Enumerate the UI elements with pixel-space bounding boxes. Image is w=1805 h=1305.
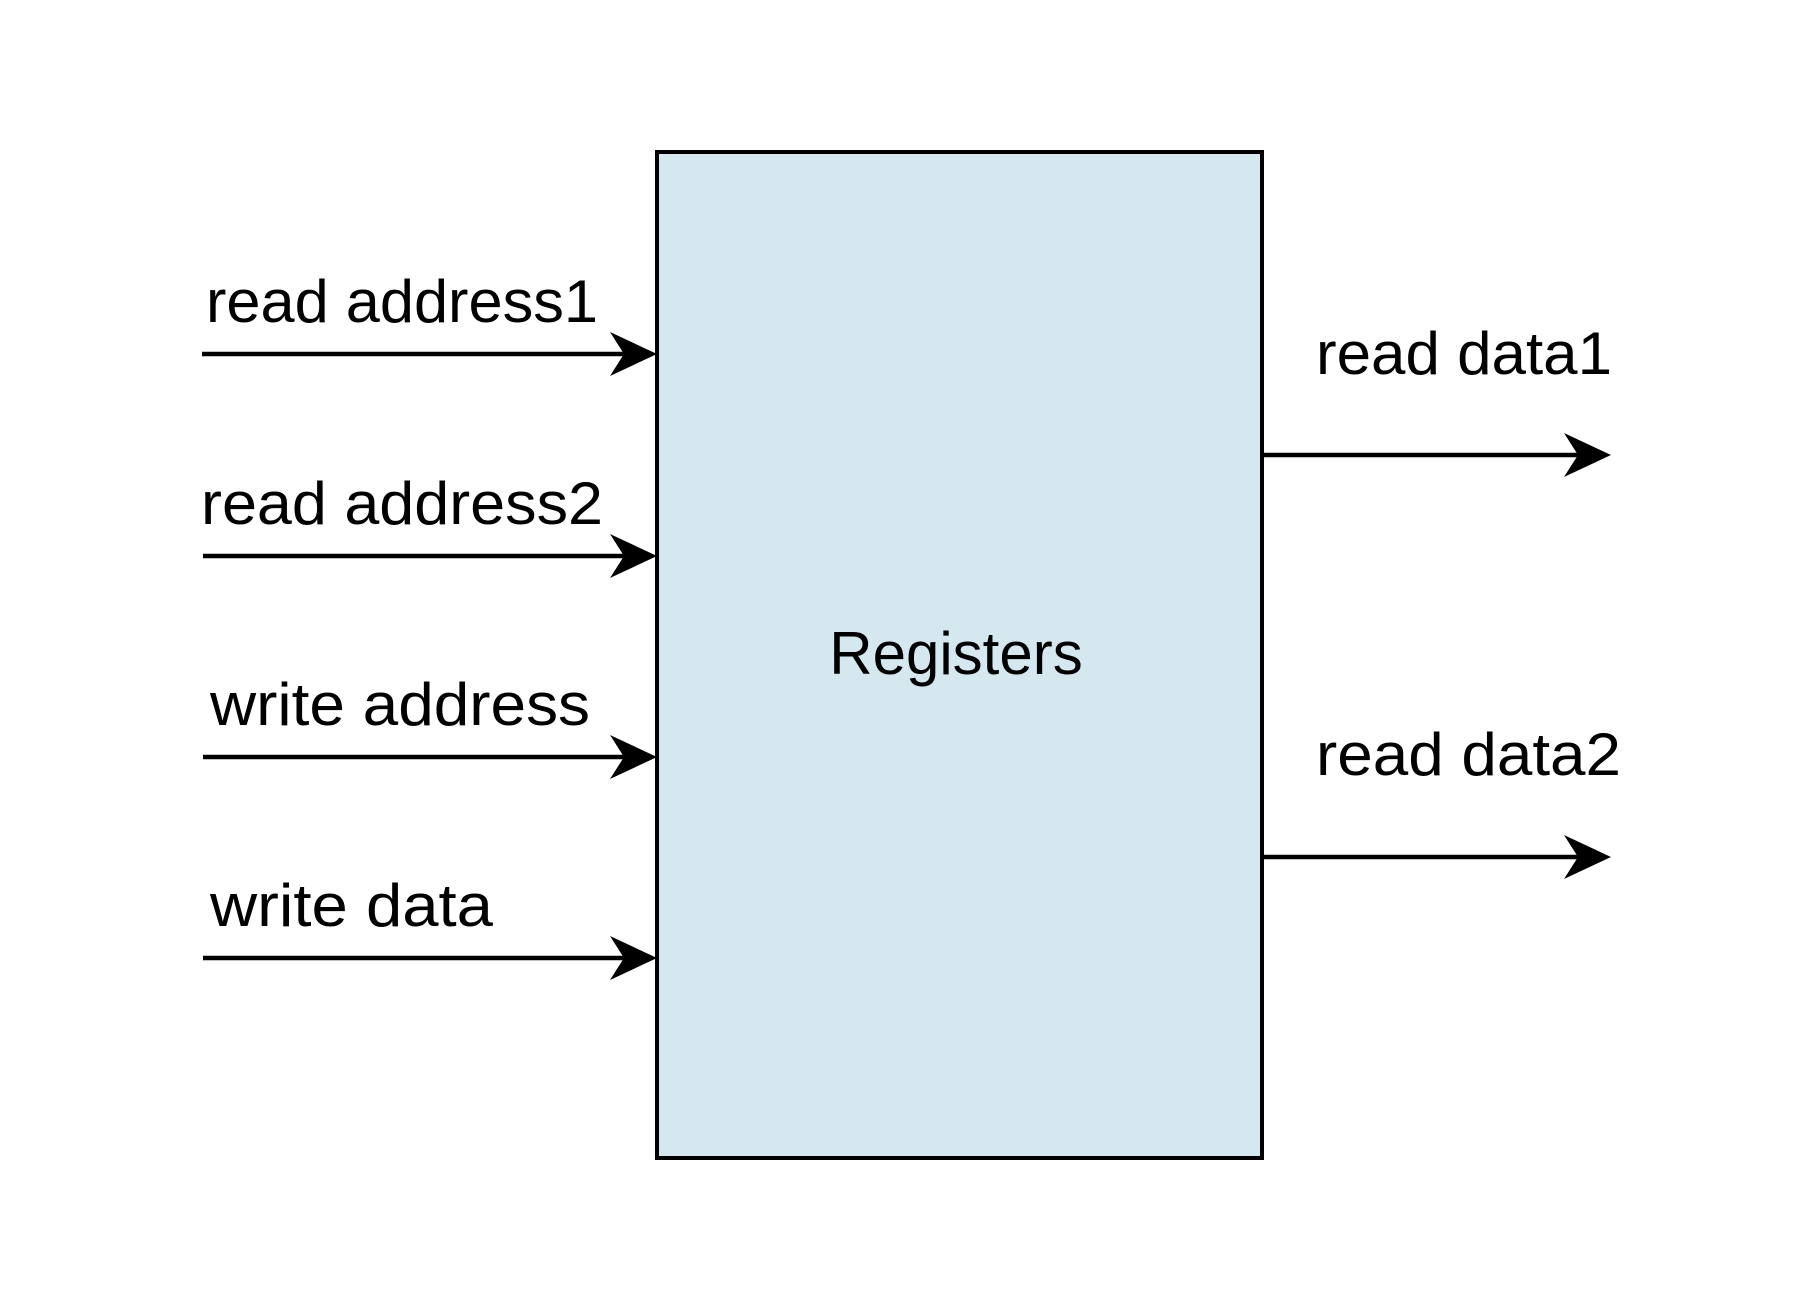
input-label-write-data: write data [209, 872, 494, 939]
input-read-address2: read address2 [201, 470, 657, 578]
output-label-read-data2: read data2 [1316, 721, 1621, 788]
output-read-data2: read data2 [1262, 721, 1621, 879]
input-arrowhead [610, 332, 657, 376]
output-read-data1: read data1 [1262, 320, 1612, 477]
input-write-data: write data [203, 872, 657, 980]
input-arrowhead [610, 936, 657, 980]
registers-block-rect [655, 150, 1264, 1160]
output-arrowhead [1564, 433, 1611, 477]
input-write-address: write address [203, 671, 657, 779]
registers-block-label: Registers [829, 620, 1082, 687]
input-label-read-address1: read address1 [206, 268, 598, 335]
input-label-write-address: write address [209, 671, 590, 738]
output-label-read-data1: read data1 [1316, 320, 1612, 387]
output-arrowhead [1564, 835, 1611, 879]
registers-block: Registers [655, 150, 1264, 1160]
input-label-read-address2: read address2 [201, 470, 603, 537]
input-arrowhead [610, 735, 657, 779]
input-read-address1: read address1 [202, 268, 657, 376]
input-arrowhead [610, 534, 657, 578]
